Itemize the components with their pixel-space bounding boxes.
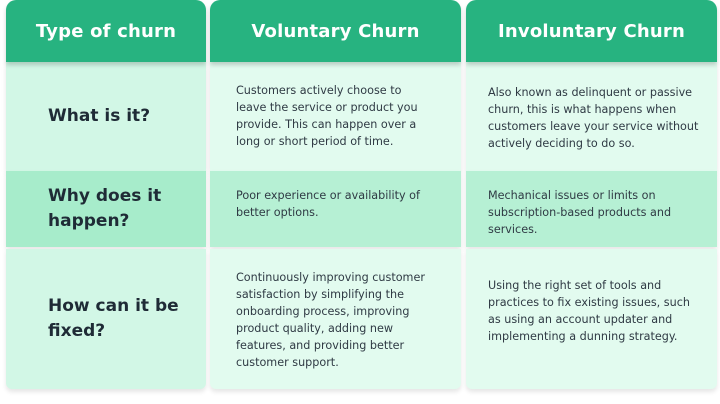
- column-voluntary-churn: Voluntary Churn Customers actively choos…: [210, 0, 461, 389]
- cell-text: Also known as delinquent or passive chur…: [488, 86, 699, 150]
- column-type-of-churn: Type of churn What is it? Why does it ha…: [6, 0, 206, 389]
- voluntary-how-can-it-be-fixed: Continuously improving customer satisfac…: [210, 249, 461, 389]
- voluntary-what-is-it: Customers actively choose to leave the s…: [210, 62, 461, 171]
- cell-text: Continuously improving customer satisfac…: [236, 271, 425, 369]
- voluntary-why-does-it-happen: Poor experience or availability of bette…: [210, 171, 461, 247]
- cell-text: Customers actively choose to leave the s…: [236, 84, 418, 148]
- involuntary-what-is-it: Also known as delinquent or passive chur…: [466, 62, 717, 171]
- column-involuntary-churn: Involuntary Churn Also known as delinque…: [466, 0, 717, 389]
- row-label-what-is-it: What is it?: [6, 62, 206, 171]
- row-label-how-can-it-be-fixed: How can it be fixed?: [6, 249, 206, 389]
- header-involuntary-churn: Involuntary Churn: [466, 0, 717, 62]
- row-label-text: How can it be fixed?: [48, 296, 179, 341]
- header-type-of-churn: Type of churn: [6, 0, 206, 62]
- row-label-why-does-it-happen: Why does it happen?: [6, 171, 206, 247]
- involuntary-why-does-it-happen: Mechanical issues or limits on subscript…: [466, 171, 717, 247]
- cell-text: Mechanical issues or limits on subscript…: [488, 189, 672, 236]
- involuntary-how-can-it-be-fixed: Using the right set of tools and practic…: [466, 249, 717, 389]
- row-label-text: Why does it happen?: [48, 186, 162, 231]
- cell-text: Using the right set of tools and practic…: [488, 279, 690, 343]
- header-voluntary-churn: Voluntary Churn: [210, 0, 461, 62]
- cell-text: Poor experience or availability of bette…: [236, 189, 420, 219]
